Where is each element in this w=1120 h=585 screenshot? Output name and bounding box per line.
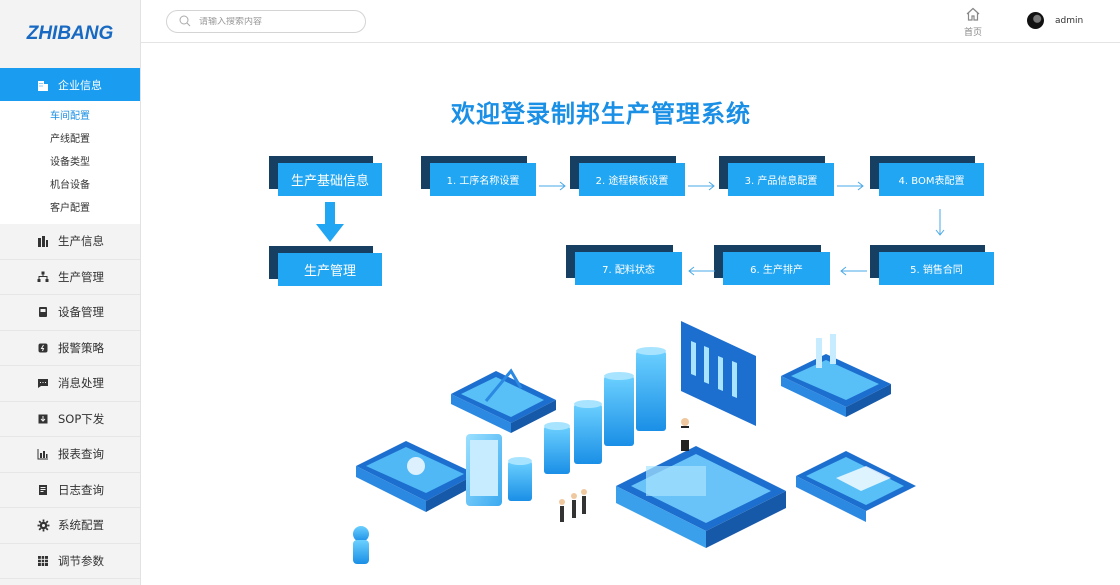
menu-enterprise-info[interactable]: 企业信息	[0, 68, 140, 101]
flow-step-2[interactable]: 2. 途程模板设置	[570, 156, 685, 196]
menu-label: 报表查询	[58, 447, 104, 462]
flow-step-label: 5. 销售合同	[879, 252, 994, 285]
arrow-right-icon	[837, 176, 865, 191]
download-icon	[36, 412, 50, 426]
search-box[interactable]	[166, 10, 366, 33]
menu-production-manage[interactable]: 生产管理	[0, 260, 140, 295]
city-icon	[36, 234, 50, 248]
menu-report-query[interactable]: 报表查询	[0, 437, 140, 473]
menu-equipment-manage[interactable]: 设备管理	[0, 295, 140, 331]
flow-step-1[interactable]: 1. 工序名称设置	[421, 156, 536, 196]
arrow-left-icon	[687, 261, 715, 276]
flow-step-4[interactable]: 4. BOM表配置	[870, 156, 984, 196]
hierarchy-icon	[36, 270, 50, 284]
submenu-equipment-type[interactable]: 设备类型	[50, 157, 90, 168]
user-menu[interactable]: admin	[1027, 12, 1083, 29]
bar-chart-icon	[36, 447, 50, 461]
username: admin	[1055, 15, 1084, 26]
arrow-down-icon	[935, 209, 945, 241]
box-production-manage[interactable]: 生产管理	[269, 246, 382, 286]
menu-label: 调节参数	[58, 553, 104, 568]
menu-label: SOP下发	[58, 411, 105, 426]
flow-step-label: 6. 生产排产	[723, 252, 830, 285]
submenu-machine[interactable]: 机台设备	[50, 180, 90, 191]
home-button[interactable]: 首页	[961, 6, 985, 38]
submenu-workshop[interactable]: 车间配置	[50, 111, 90, 122]
menu-label: 企业信息	[58, 78, 102, 92]
menu-label: 生产管理	[58, 269, 104, 284]
flow-step-3[interactable]: 3. 产品信息配置	[719, 156, 834, 196]
arrow-right-icon	[688, 176, 716, 191]
grid-icon	[36, 554, 50, 568]
welcome-title: 欢迎登录制邦生产管理系统	[451, 100, 751, 128]
submenu: 车间配置 产线配置 设备类型 机台设备 客户配置	[0, 101, 140, 224]
flow-step-label: 2. 途程模板设置	[579, 163, 685, 196]
menu-alarm-policy[interactable]: 报警策略	[0, 331, 140, 366]
menu-label: 设备管理	[58, 305, 104, 320]
menu-message-handle[interactable]: 消息处理	[0, 366, 140, 402]
menu-system-config[interactable]: 系统配置	[0, 508, 140, 544]
menu-label: 消息处理	[58, 376, 104, 391]
avatar	[1027, 12, 1044, 29]
home-icon	[961, 6, 985, 25]
flow-step-label: 4. BOM表配置	[879, 163, 984, 196]
main-content: 欢迎登录制邦生产管理系统 生产基础信息 生产管理 1. 工序名称设置 2. 途程…	[141, 44, 1120, 585]
arrow-down-icon	[316, 202, 344, 248]
arrow-left-icon	[839, 261, 867, 276]
box-production-basic-info[interactable]: 生产基础信息	[269, 156, 382, 196]
flow-step-label: 7. 配料状态	[575, 252, 682, 285]
box-label: 生产基础信息	[278, 163, 382, 196]
alarm-icon	[36, 341, 50, 355]
home-label: 首页	[963, 28, 982, 38]
isometric-factory-illustration	[346, 316, 916, 582]
submenu-production-line[interactable]: 产线配置	[50, 134, 90, 145]
menu-label: 报警策略	[58, 340, 104, 355]
menu-label: 系统配置	[58, 518, 104, 533]
search-input[interactable]	[199, 16, 349, 27]
flow-step-7[interactable]: 7. 配料状态	[566, 245, 682, 285]
menu-label: 日志查询	[58, 482, 104, 497]
submenu-customer[interactable]: 客户配置	[50, 203, 90, 214]
menu-log-query[interactable]: 日志查询	[0, 473, 140, 508]
menu-label: 生产信息	[58, 234, 104, 249]
device-icon	[36, 305, 50, 319]
gear-icon	[36, 518, 50, 532]
flow-step-6[interactable]: 6. 生产排产	[714, 245, 830, 285]
document-icon	[36, 483, 50, 497]
logo: ZHIBANG	[26, 23, 114, 44]
sidebar: ZHIBANG 企业信息 车间配置 产线配置 设备类型 机台设备 客户配置 生产…	[0, 0, 141, 585]
arrow-right-icon	[539, 176, 567, 191]
menu-sop-issue[interactable]: SOP下发	[0, 402, 140, 437]
menu-production-info[interactable]: 生产信息	[0, 224, 140, 260]
search-icon	[179, 12, 191, 31]
building-icon	[36, 78, 50, 92]
flow-step-label: 3. 产品信息配置	[728, 163, 834, 196]
top-header: 首页 admin	[141, 0, 1120, 43]
box-label: 生产管理	[278, 253, 382, 286]
flow-step-5[interactable]: 5. 销售合同	[870, 245, 994, 285]
flow-step-label: 1. 工序名称设置	[430, 163, 536, 196]
menu-adjust-params[interactable]: 调节参数	[0, 544, 140, 579]
message-icon	[36, 376, 50, 390]
